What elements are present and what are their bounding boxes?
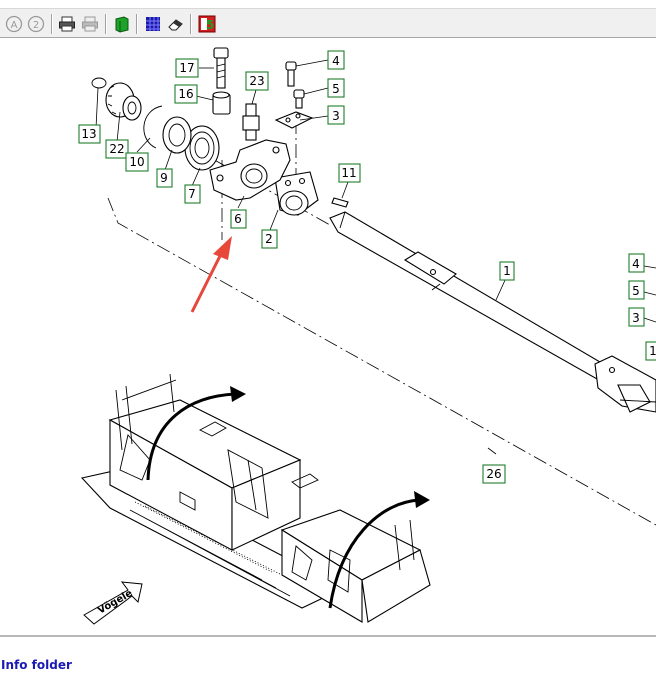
red-arrow-icon xyxy=(190,236,232,313)
callout-22[interactable]: 22 xyxy=(105,139,129,159)
callout-4-label: 4 xyxy=(332,54,340,68)
toolbar-separator xyxy=(136,14,138,34)
callout-10-label: 10 xyxy=(129,155,144,169)
ring-part-13[interactable] xyxy=(91,77,107,89)
exploded-view-svg: Vögele 17 16 23 4 5 3 13 22 10 9 7 6 2 1… xyxy=(78,47,656,625)
housing-part-6[interactable] xyxy=(209,139,291,201)
screw-part-4[interactable] xyxy=(285,61,297,87)
info-folder-link[interactable]: Info folder xyxy=(1,658,72,672)
callout-right-3[interactable]: 3 xyxy=(628,307,645,327)
callout-4[interactable]: 4 xyxy=(327,50,345,70)
gear-part-22[interactable] xyxy=(105,82,142,121)
pin-part-11[interactable] xyxy=(331,197,349,208)
svg-text:A: A xyxy=(10,20,17,31)
callout-6-label: 6 xyxy=(234,212,242,226)
callout-right-5[interactable]: 5 xyxy=(628,280,645,300)
bolt-part-17[interactable] xyxy=(213,47,229,89)
callout-3-label: 3 xyxy=(332,109,340,123)
callout-26-label: 26 xyxy=(486,467,501,481)
vogele-direction-arrow: Vögele xyxy=(83,581,143,625)
callout-17-label: 17 xyxy=(179,61,194,75)
toolbar-separator xyxy=(105,14,107,34)
callout-9[interactable]: 9 xyxy=(156,168,173,188)
callout-16[interactable]: 16 xyxy=(174,84,198,104)
callout-right-4-label: 4 xyxy=(632,257,640,271)
callout-5-label: 5 xyxy=(332,82,340,96)
sleeve-part-16[interactable] xyxy=(212,91,231,115)
prev-a-icon[interactable]: A xyxy=(4,14,23,33)
callout-right-1-label: 1 xyxy=(649,344,656,358)
callout-7[interactable]: 7 xyxy=(184,184,201,204)
rotation-arrows xyxy=(146,386,430,609)
callout-2[interactable]: 2 xyxy=(261,229,278,249)
select-area-icon[interactable] xyxy=(143,14,162,33)
book-icon[interactable] xyxy=(112,14,131,33)
callout-13[interactable]: 13 xyxy=(78,124,101,144)
callout-1[interactable]: 1 xyxy=(499,261,515,281)
callout-13-label: 13 xyxy=(81,127,96,141)
callout-26[interactable]: 26 xyxy=(482,464,506,484)
toolbar-separator xyxy=(190,14,192,34)
eraser-icon[interactable] xyxy=(166,14,185,33)
svg-text:2: 2 xyxy=(32,20,38,31)
callout-6[interactable]: 6 xyxy=(230,209,247,229)
callout-23-label: 23 xyxy=(249,74,264,88)
shaft-part-1[interactable] xyxy=(329,211,656,413)
axis-line-main xyxy=(107,197,656,526)
callout-7-label: 7 xyxy=(188,187,196,201)
callout-2-label: 2 xyxy=(265,232,273,246)
callout-1-label: 1 xyxy=(503,264,511,278)
callout-16-label: 16 xyxy=(178,87,193,101)
callout-11-label: 11 xyxy=(341,166,356,180)
callout-right-3-label: 3 xyxy=(632,311,640,325)
callout-right-1[interactable]: 1 xyxy=(645,341,656,361)
divider xyxy=(0,635,656,637)
callout-23[interactable]: 23 xyxy=(245,71,269,91)
callout-5[interactable]: 5 xyxy=(327,78,345,98)
toolbar-separator xyxy=(51,14,53,34)
screw-part-5[interactable] xyxy=(293,89,305,109)
parts-drawing[interactable]: Vögele 17 16 23 4 5 3 13 22 10 9 7 6 2 1… xyxy=(0,40,656,635)
callout-17[interactable]: 17 xyxy=(175,58,199,78)
vogele-brand-label: Vögele xyxy=(96,588,135,617)
clamp-part-2[interactable] xyxy=(274,171,319,216)
callout-3[interactable]: 3 xyxy=(327,105,345,125)
circlip-part-10[interactable] xyxy=(143,105,163,149)
grease-nipple-part-23[interactable] xyxy=(242,103,260,141)
exit-icon-label: 5 xyxy=(205,18,213,32)
exit-icon[interactable]: 5 xyxy=(197,14,216,33)
callout-right-5-label: 5 xyxy=(632,284,640,298)
print-preview-icon[interactable] xyxy=(80,14,99,33)
ring-part-9[interactable] xyxy=(162,116,192,154)
callout-22-label: 22 xyxy=(109,142,124,156)
callout-10[interactable]: 10 xyxy=(125,152,149,172)
plate-part-3[interactable] xyxy=(274,111,314,129)
prev-2-icon[interactable]: 2 xyxy=(26,14,45,33)
callout-9-label: 9 xyxy=(160,171,168,185)
toolbar: A 2 5 xyxy=(0,8,656,38)
paver-machine-illustration xyxy=(80,373,431,623)
print-icon[interactable] xyxy=(57,14,76,33)
leader-lines xyxy=(95,59,656,455)
callout-11[interactable]: 11 xyxy=(338,163,361,183)
callout-right-4[interactable]: 4 xyxy=(628,253,645,273)
